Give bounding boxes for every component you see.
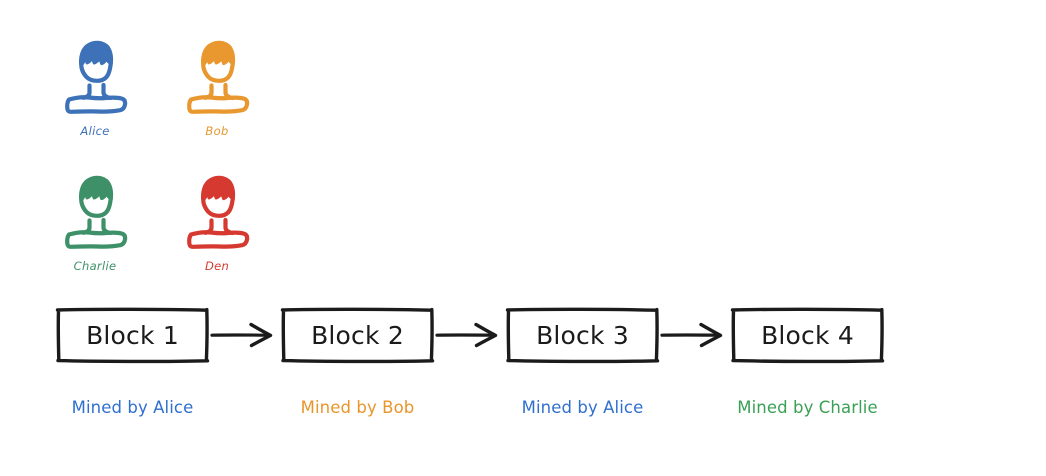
avatar-hair <box>202 175 235 201</box>
participants-group: Alice Bob <box>40 30 300 280</box>
block-2-caption: Mined by Bob <box>280 398 435 417</box>
avatar-hair <box>202 40 235 66</box>
block-label: Block 4 <box>761 320 854 350</box>
caption-text: Mined by Alice <box>71 397 194 417</box>
user-avatar-icon <box>65 175 128 249</box>
block-3[interactable]: Block 3 <box>505 306 660 364</box>
user-avatar-icon <box>65 40 128 114</box>
participant-name-label: Alice <box>80 124 110 138</box>
block-outline <box>505 307 660 364</box>
block-4-caption: Mined by Charlie <box>730 398 885 417</box>
participant-name-label: Bob <box>205 124 229 138</box>
caption-text: Mined by Charlie <box>737 397 878 417</box>
block-label: Block 1 <box>86 320 179 350</box>
block-4[interactable]: Block 4 <box>730 306 885 364</box>
avatar-hair <box>80 175 113 201</box>
block-2[interactable]: Block 2 <box>280 306 435 364</box>
blockchain-group: Block 1 Block 2 <box>0 296 1046 426</box>
block-outline <box>55 307 210 364</box>
participant-name-label: Charlie <box>73 259 117 273</box>
block-1-caption: Mined by Alice <box>55 398 210 417</box>
participant-name-label: Den <box>204 259 230 273</box>
caption-text: Mined by Bob <box>300 397 415 417</box>
block-label: Block 3 <box>536 320 629 350</box>
arrow-right-icon <box>435 320 505 350</box>
user-avatar-icon <box>187 175 250 249</box>
arrow-right-icon <box>660 320 730 350</box>
block-1[interactable]: Block 1 <box>55 306 210 364</box>
block-3-caption: Mined by Alice <box>505 398 660 417</box>
block-row: Block 1 Block 2 <box>55 296 885 374</box>
user-avatar-icon <box>187 40 250 114</box>
participant-charlie[interactable]: Charlie <box>40 165 150 285</box>
caption-text: Mined by Alice <box>521 397 644 417</box>
participant-bob[interactable]: Bob <box>162 30 272 150</box>
caption-row: Mined by Alice Mined by Bob Mined by Ali… <box>55 392 885 422</box>
avatar-hair <box>80 40 113 66</box>
participant-alice[interactable]: Alice <box>40 30 150 150</box>
participant-den[interactable]: Den <box>162 165 272 285</box>
block-outline <box>730 307 885 364</box>
arrow-right-icon <box>210 320 280 350</box>
block-outline <box>280 307 435 364</box>
block-label: Block 2 <box>311 320 404 350</box>
